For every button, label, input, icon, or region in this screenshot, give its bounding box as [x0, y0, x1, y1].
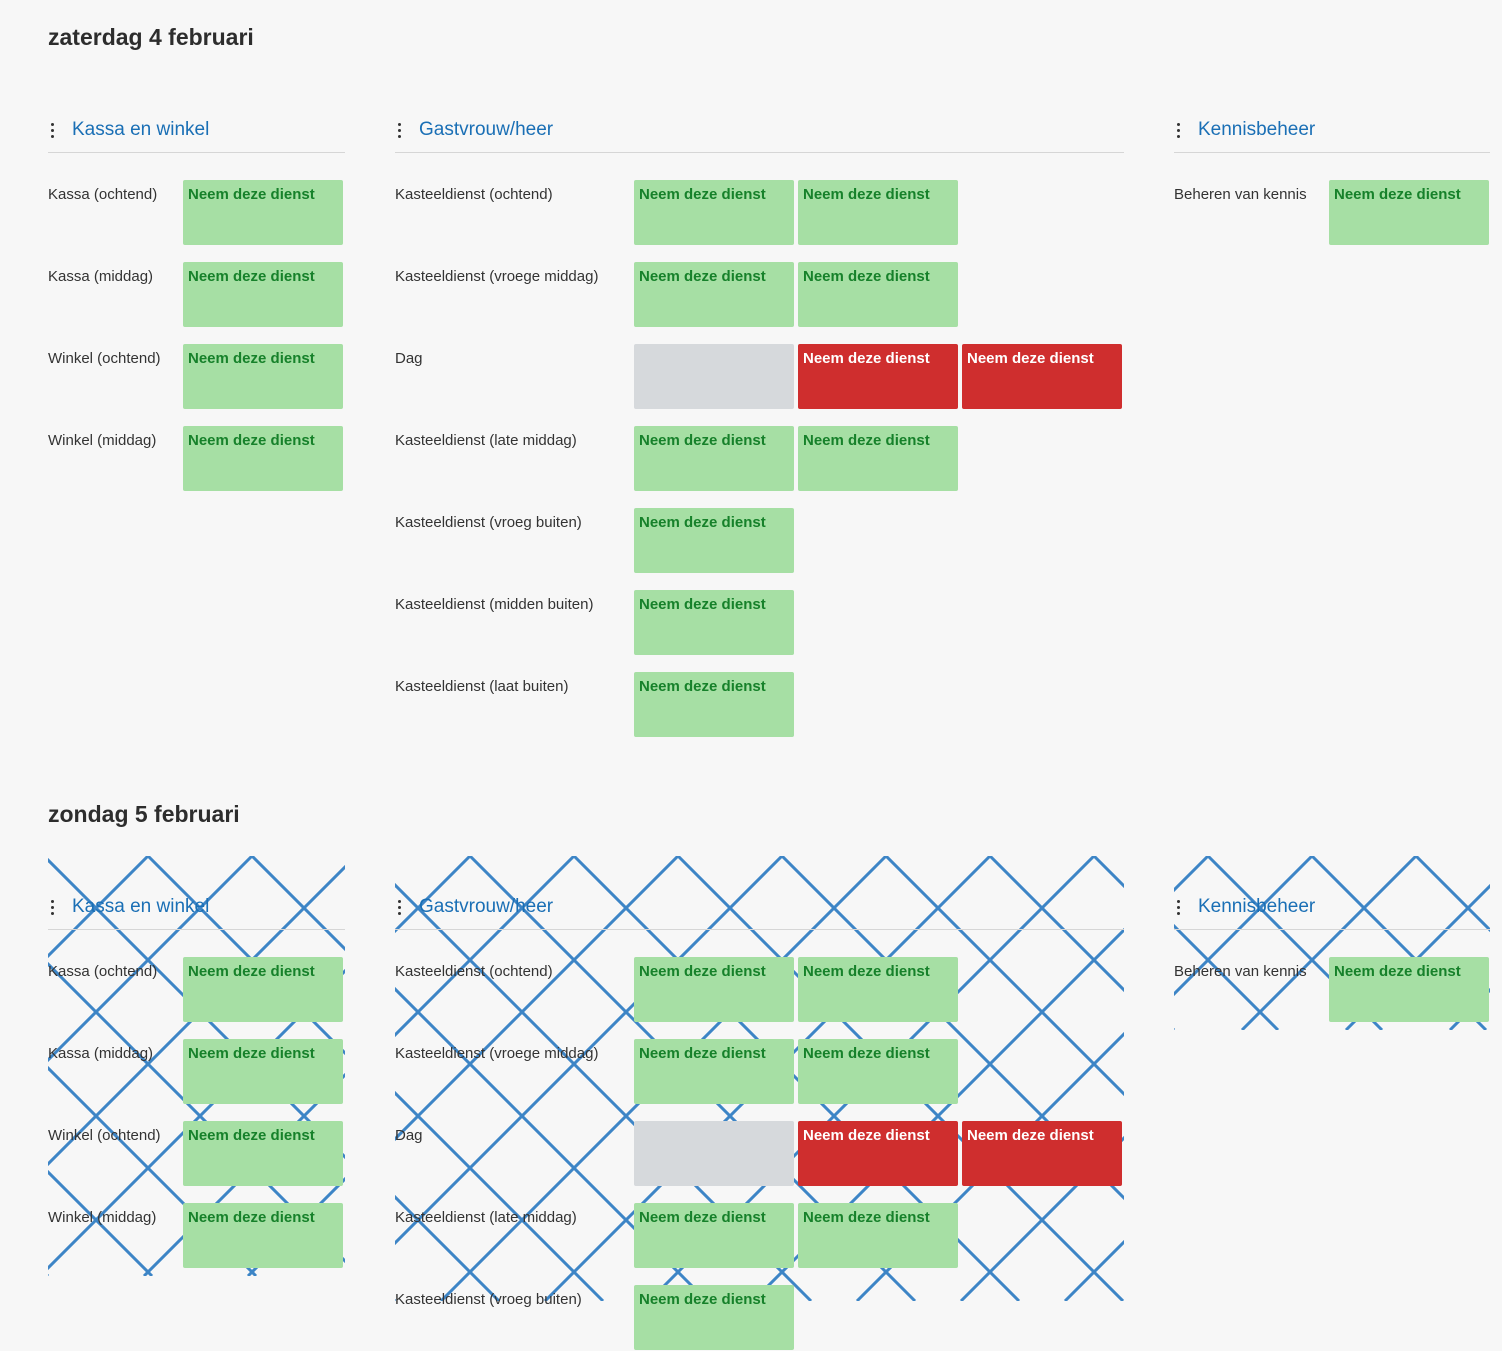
shift-label: Beheren van kennis — [1174, 186, 1307, 203]
shift-row: Winkel (ochtend) Neem deze dienst — [48, 1121, 345, 1187]
shift-label: Kassa (ochtend) — [48, 186, 158, 203]
take-shift-button[interactable]: Neem deze dienst — [634, 672, 794, 737]
kebab-menu-icon[interactable] — [1168, 120, 1188, 140]
shift-label: Kasteeldienst (vroeg buiten) — [395, 514, 582, 531]
shift-label: Kasteeldienst (midden buiten) — [395, 596, 594, 613]
take-shift-button[interactable]: Neem deze dienst — [634, 180, 794, 245]
taken-shift-button[interactable]: Neem deze dienst — [962, 1121, 1122, 1186]
shift-row: Beheren van kennis Neem deze dienst — [1174, 180, 1490, 246]
shift-label: Kassa (ochtend) — [48, 963, 158, 980]
group-header: Kassa en winkel — [48, 885, 345, 930]
shift-label: Kasteeldienst (ochtend) — [395, 963, 553, 980]
take-shift-button[interactable]: Neem deze dienst — [634, 508, 794, 573]
group-title-link[interactable]: Kassa en winkel — [72, 119, 210, 140]
take-shift-button[interactable]: Neem deze dienst — [798, 1039, 958, 1104]
group-header: Kassa en winkel — [48, 108, 345, 153]
take-shift-button[interactable]: Neem deze dienst — [798, 262, 958, 327]
take-shift-button[interactable]: Neem deze dienst — [183, 1203, 343, 1268]
kebab-menu-icon[interactable] — [42, 897, 62, 917]
kebab-menu-icon[interactable] — [42, 120, 62, 140]
shift-label: Kasteeldienst (ochtend) — [395, 186, 553, 203]
shift-row: Kasteeldienst (laat buiten) Neem deze die… — [395, 672, 1124, 738]
shift-label: Kasteeldienst (late middag) — [395, 1209, 577, 1226]
empty-slot — [634, 1121, 794, 1186]
group-title-link[interactable]: Gastvrouw/heer — [419, 896, 554, 917]
group-header: Gastvrouw/heer — [395, 108, 1124, 153]
shift-row: Kasteeldienst (vroeg buiten) Neem deze di… — [395, 508, 1124, 574]
take-shift-button[interactable]: Neem deze dienst — [183, 426, 343, 491]
shift-row: Winkel (ochtend) Neem deze dienst — [48, 344, 345, 410]
shift-row: Winkel (middag) Neem deze dienst — [48, 1203, 345, 1269]
shift-label: Beheren van kennis — [1174, 963, 1307, 980]
take-shift-button[interactable]: Neem deze dienst — [798, 957, 958, 1022]
take-shift-button[interactable]: Neem deze dienst — [183, 180, 343, 245]
taken-shift-button[interactable]: Neem deze dienst — [962, 344, 1122, 409]
shift-row: Kassa (middag) Neem deze dienst — [48, 1039, 345, 1105]
taken-shift-button[interactable]: Neem deze dienst — [798, 344, 958, 409]
shift-label: Winkel (middag) — [48, 432, 157, 449]
shift-row: Beheren van kennis Neem deze dienst — [1174, 957, 1490, 1023]
shift-label: Kasteeldienst (laat buiten) — [395, 678, 569, 695]
shift-label: Kasteeldienst (vroege middag) — [395, 1045, 599, 1062]
shift-label: Kasteeldienst (vroeg buiten) — [395, 1291, 582, 1308]
shift-row: Kasteeldienst (late middag) Neem deze die… — [395, 1203, 1124, 1269]
take-shift-button[interactable]: Neem deze dienst — [634, 1039, 794, 1104]
take-shift-button[interactable]: Neem deze dienst — [798, 426, 958, 491]
group-header: Kennisbeheer — [1174, 108, 1490, 153]
empty-slot — [634, 344, 794, 409]
group-title-link[interactable]: Kassa en winkel — [72, 896, 210, 917]
take-shift-button[interactable]: Neem deze dienst — [1329, 957, 1489, 1022]
take-shift-button[interactable]: Neem deze dienst — [183, 262, 343, 327]
take-shift-button[interactable]: Neem deze dienst — [1329, 180, 1489, 245]
take-shift-button[interactable]: Neem deze dienst — [183, 957, 343, 1022]
shift-label: Kasteeldienst (vroege middag) — [395, 268, 599, 285]
kebab-menu-icon[interactable] — [389, 897, 409, 917]
shift-label: Dag — [395, 350, 423, 367]
take-shift-button[interactable]: Neem deze dienst — [798, 180, 958, 245]
shift-row: Kasteeldienst (vroege middag) Neem deze d… — [395, 262, 1124, 328]
day-title: zaterdag 4 februari — [48, 24, 254, 50]
take-shift-button[interactable]: Neem deze dienst — [183, 344, 343, 409]
shift-row: Kasteeldienst (midden buiten) Neem deze d… — [395, 590, 1124, 656]
taken-shift-button[interactable]: Neem deze dienst — [798, 1121, 958, 1186]
group-header: Kennisbeheer — [1174, 885, 1490, 930]
take-shift-button[interactable]: Neem deze dienst — [634, 957, 794, 1022]
day-title: zondag 5 februari — [48, 801, 240, 827]
take-shift-button[interactable]: Neem deze dienst — [634, 262, 794, 327]
group-title-link[interactable]: Kennisbeheer — [1198, 119, 1316, 140]
take-shift-button[interactable]: Neem deze dienst — [798, 1203, 958, 1268]
shift-label: Winkel (middag) — [48, 1209, 157, 1226]
group-title-link[interactable]: Kennisbeheer — [1198, 896, 1316, 917]
shift-row: Kasteeldienst (vroeg buiten) Neem deze di… — [395, 1285, 1124, 1351]
shift-row: Kasteeldienst (late middag) Neem deze die… — [395, 426, 1124, 492]
shift-label: Kassa (middag) — [48, 268, 154, 285]
kebab-menu-icon[interactable] — [1168, 897, 1188, 917]
shift-label: Winkel (ochtend) — [48, 1127, 161, 1144]
shift-row: Kassa (ochtend) Neem deze dienst — [48, 957, 345, 1023]
shift-label: Dag — [395, 1127, 423, 1144]
take-shift-button[interactable]: Neem deze dienst — [634, 590, 794, 655]
group-title-link[interactable]: Gastvrouw/heer — [419, 119, 554, 140]
group-header: Gastvrouw/heer — [395, 885, 1124, 930]
shift-label: Winkel (ochtend) — [48, 350, 161, 367]
shift-row: Kassa (ochtend) Neem deze dienst — [48, 180, 345, 246]
take-shift-button[interactable]: Neem deze dienst — [183, 1121, 343, 1186]
take-shift-button[interactable]: Neem deze dienst — [183, 1039, 343, 1104]
shift-label: Kassa (middag) — [48, 1045, 154, 1062]
shift-row: Kasteeldienst (vroege middag) Neem deze d… — [395, 1039, 1124, 1105]
take-shift-button[interactable]: Neem deze dienst — [634, 1203, 794, 1268]
kebab-menu-icon[interactable] — [389, 120, 409, 140]
shift-row: Kassa (middag) Neem deze dienst — [48, 262, 345, 328]
shift-label: Kasteeldienst (late middag) — [395, 432, 577, 449]
shift-row: Winkel (middag) Neem deze dienst — [48, 426, 345, 492]
take-shift-button[interactable]: Neem deze dienst — [634, 426, 794, 491]
take-shift-button[interactable]: Neem deze dienst — [634, 1285, 794, 1350]
